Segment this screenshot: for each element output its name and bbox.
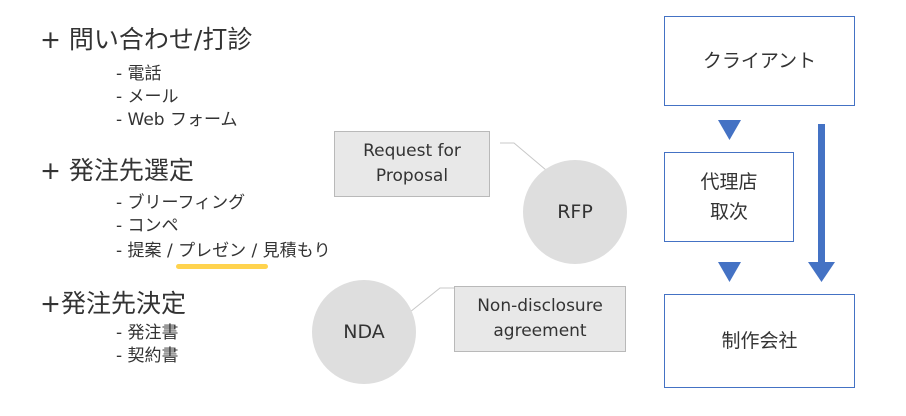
list-item: - 電話 <box>116 64 162 84</box>
rfp-connector-line <box>500 142 547 171</box>
section-heading-inquiry: + 問い合わせ/打診 <box>40 25 253 54</box>
list-item: - 契約書 <box>116 346 179 366</box>
highlight-underline <box>176 264 268 269</box>
list-item: - 発注書 <box>116 323 179 343</box>
nda-callout: Non-disclosure agreement <box>454 286 626 352</box>
list-item: - メール <box>116 87 179 107</box>
down-arrow-agency-to-production <box>718 262 741 282</box>
section-heading-decision: +発注先決定 <box>40 289 186 318</box>
direct-arrow-shaft <box>818 124 825 264</box>
section-heading-selection: + 発注先選定 <box>40 156 194 185</box>
flow-box-client: クライアント <box>664 16 855 106</box>
rfp-circle: RFP <box>523 160 627 264</box>
flow-box-agency: 代理店 取次 <box>664 152 794 242</box>
direct-arrow-head <box>808 262 835 282</box>
list-item: - コンペ <box>116 216 179 236</box>
flow-box-production: 制作会社 <box>664 294 855 388</box>
down-arrow-client-to-agency <box>718 120 741 140</box>
nda-connector-line <box>409 287 454 313</box>
list-item: - ブリーフィング <box>116 193 246 213</box>
list-item: - 提案 / プレゼン / 見積もり <box>116 241 331 261</box>
list-item: - Web フォーム <box>116 110 238 130</box>
rfp-callout: Request for Proposal <box>334 131 490 197</box>
nda-circle: NDA <box>312 280 416 384</box>
